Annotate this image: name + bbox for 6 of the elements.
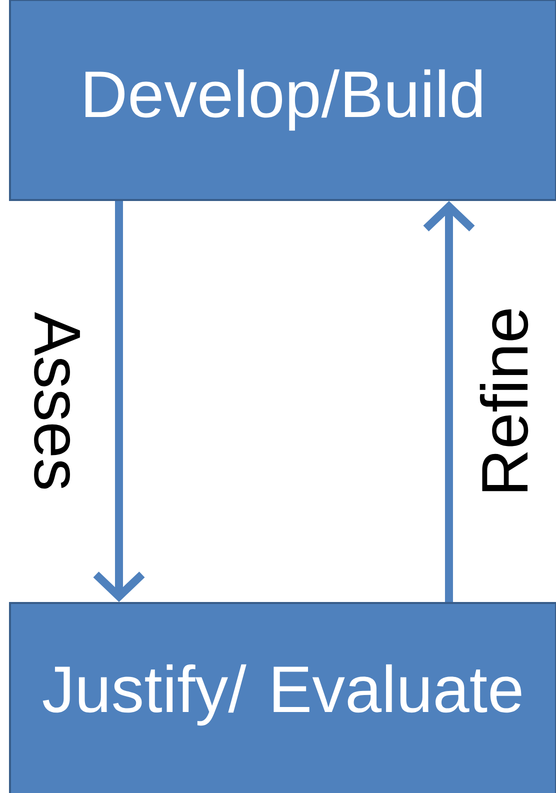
edge-label: Asses: [34, 312, 80, 489]
arrow: [423, 201, 475, 602]
arrow: [93, 201, 145, 602]
process-box: Justify/ Evaluate: [9, 602, 556, 793]
edge-label: Refine: [480, 309, 528, 492]
process-box: Develop/Build: [9, 0, 556, 201]
